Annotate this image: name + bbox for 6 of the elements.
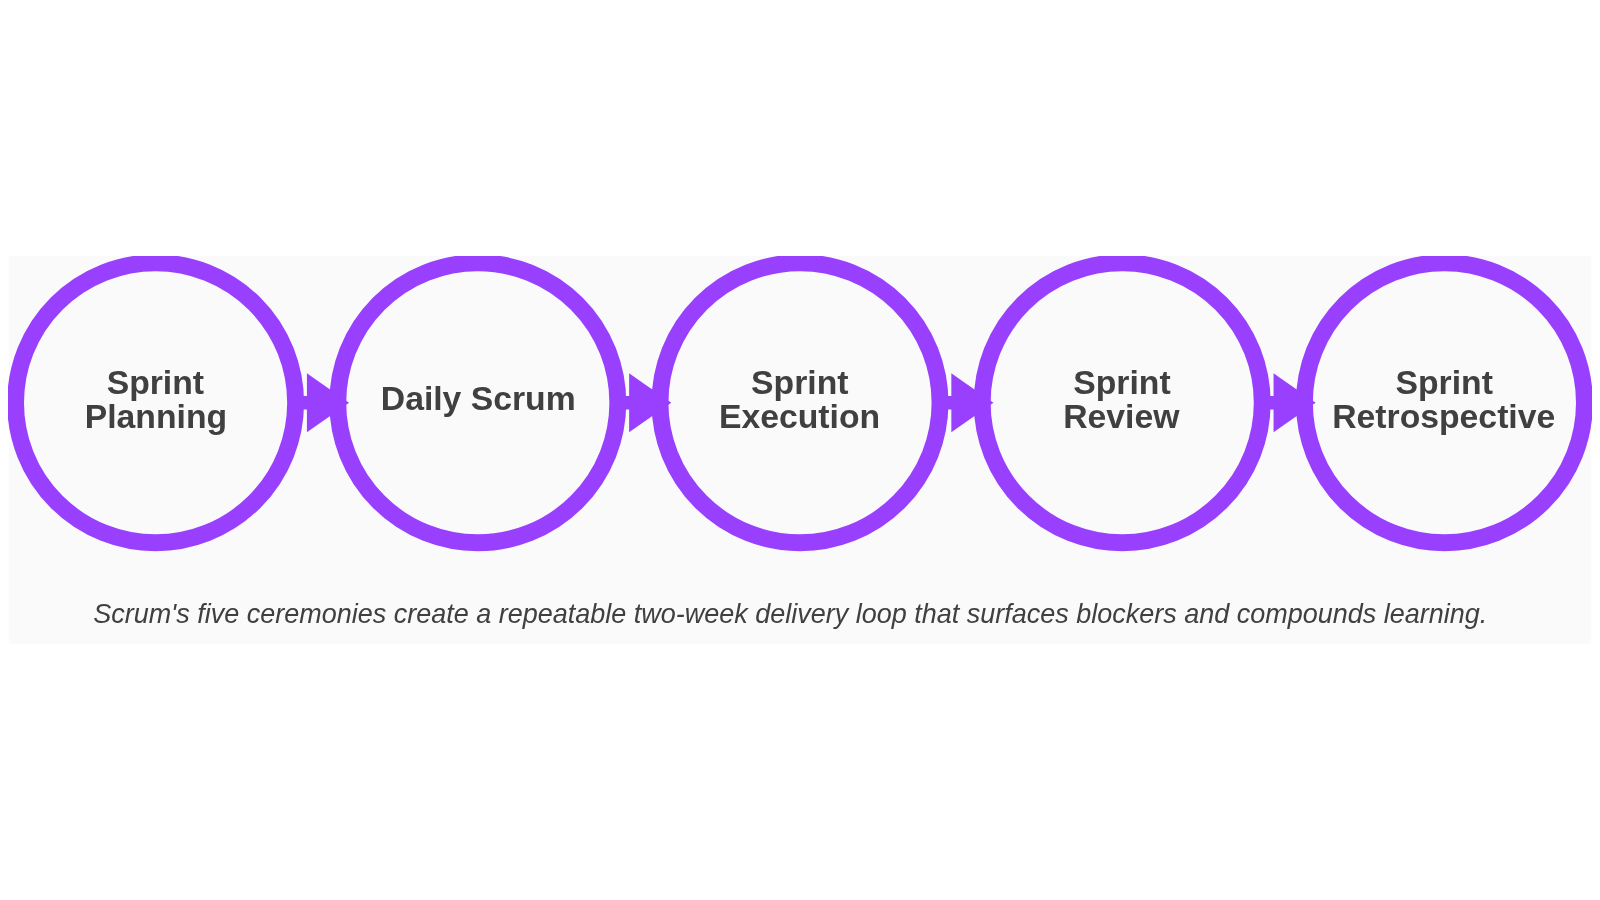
node-circle: Sprint Retrospective — [1295, 256, 1592, 552]
node-circle: Sprint Planning — [8, 256, 305, 552]
caption: Scrum's five ceremonies create a repeatable two-week delivery loop that surfaces blockers and compounds learning. — [93, 599, 1488, 630]
node-circle: Sprint Execution — [651, 256, 949, 552]
node-circle: Daily Scrum — [329, 256, 627, 552]
node-circle: Sprint Review — [973, 256, 1271, 552]
